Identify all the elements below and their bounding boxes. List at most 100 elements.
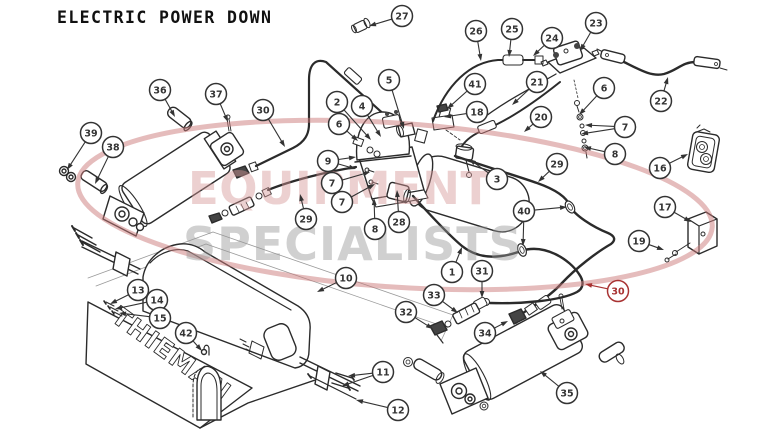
balloon-circle [377, 68, 401, 92]
balloon-number: 33 [427, 291, 440, 302]
balloon-circle [148, 78, 172, 102]
hose-left-bottom [268, 167, 356, 190]
balloon-number: 11 [376, 368, 389, 379]
leader-arrow [223, 114, 228, 122]
balloon-number: 39 [84, 129, 97, 140]
right-rail [300, 357, 360, 399]
callout-28: 28 [387, 190, 411, 234]
leader-arrow [95, 176, 101, 184]
balloon-number: 27 [395, 12, 408, 23]
balloon-number: 25 [505, 25, 518, 36]
leader-arrow [348, 372, 356, 378]
leader-arrow [450, 306, 458, 313]
balloon-circle [101, 135, 125, 159]
balloon-number: 35 [560, 389, 573, 400]
leader-arrow [520, 238, 526, 246]
balloon-number: 14 [150, 296, 164, 307]
clevis-pin [166, 105, 193, 130]
balloon-circle [148, 306, 172, 330]
leader-arrow [348, 164, 356, 170]
balloon-circle [545, 152, 569, 176]
callout-38: 38 [95, 135, 125, 184]
callout-22: 22 [649, 77, 673, 113]
balloon-circle [294, 207, 318, 231]
callout-7: 7 [320, 171, 370, 195]
balloon-circle [464, 19, 488, 43]
callout-7: 7 [581, 115, 637, 139]
callout-25: 25 [500, 17, 524, 57]
balloon-circle [422, 283, 446, 307]
balloon-circle [470, 259, 494, 283]
balloon-number: 6 [336, 120, 343, 131]
leader-arrow [656, 245, 664, 250]
balloon-circle [204, 82, 228, 106]
leader-arrow [585, 122, 593, 128]
callout-14: 14 [115, 288, 169, 312]
hose-left-top [256, 61, 398, 166]
callout-18: 18 [444, 100, 489, 124]
leader-arrow [663, 77, 669, 85]
callout-30: 30 [251, 98, 285, 147]
balloon-number: 18 [470, 108, 484, 119]
callout-21: 21 [512, 70, 549, 105]
callout-30: 30 [585, 279, 630, 303]
leader-arrow [371, 198, 377, 206]
cotter-pin [560, 298, 564, 309]
leader-arrow [680, 154, 688, 160]
balloon-circle [485, 167, 509, 191]
leader-arrow [425, 323, 433, 329]
leader-arrow [367, 184, 375, 190]
balloon-number: 36 [153, 86, 167, 97]
leader-arrow [364, 133, 371, 140]
callout-13: 13 [110, 278, 150, 304]
callout-2: 2 [325, 90, 371, 140]
callout-23: 23 [580, 11, 608, 51]
balloon-number: 32 [399, 308, 412, 319]
washer [404, 358, 413, 367]
leader-arrow [500, 321, 508, 327]
leader-arrow [540, 371, 547, 378]
hose-right-upper [455, 156, 614, 332]
balloon-number: 10 [339, 274, 353, 285]
leader-arrow [585, 283, 593, 288]
balloon-circle [584, 11, 608, 35]
callout-7: 7 [330, 184, 375, 214]
leader-arrow [195, 344, 202, 351]
callout-8: 8 [363, 198, 387, 241]
callout-16: 16 [648, 154, 688, 180]
balloon-circle [525, 70, 549, 94]
elbow-fitting [209, 213, 222, 223]
callout-39: 39 [67, 121, 103, 170]
callouts-layer: 1234566777889101112131415161718192021222… [67, 4, 691, 422]
balloon-number: 24 [545, 34, 559, 45]
balloon-number: 30 [611, 287, 625, 298]
balloon-circle [465, 100, 489, 124]
leader-arrow [447, 102, 454, 109]
balloon-number: 28 [392, 218, 406, 229]
balloon-number: 7 [339, 198, 346, 209]
balloon-number: 37 [209, 90, 222, 101]
balloon-circle [603, 142, 627, 166]
bottom-cylinder [404, 294, 627, 414]
balloon-number: 4 [359, 102, 366, 113]
callout-17: 17 [653, 195, 691, 222]
leader-arrow [67, 162, 73, 170]
leader-arrow [351, 134, 358, 141]
callout-37: 37 [204, 82, 228, 122]
callout-33: 33 [422, 283, 458, 313]
balloon-number: 23 [589, 19, 602, 30]
grommet [350, 17, 371, 33]
leader-arrow [110, 298, 118, 304]
balloon-number: 26 [469, 27, 483, 38]
leader-arrow [342, 381, 350, 387]
balloon-number: 16 [653, 164, 667, 175]
balloon-circle [648, 156, 672, 180]
balloon-circle [320, 171, 344, 195]
washer [60, 167, 69, 176]
balloon-circle [325, 90, 349, 114]
callout-11: 11 [342, 360, 395, 387]
balloon-circle [627, 229, 651, 253]
balloon-circle [327, 112, 351, 136]
leader-arrow [457, 247, 462, 255]
